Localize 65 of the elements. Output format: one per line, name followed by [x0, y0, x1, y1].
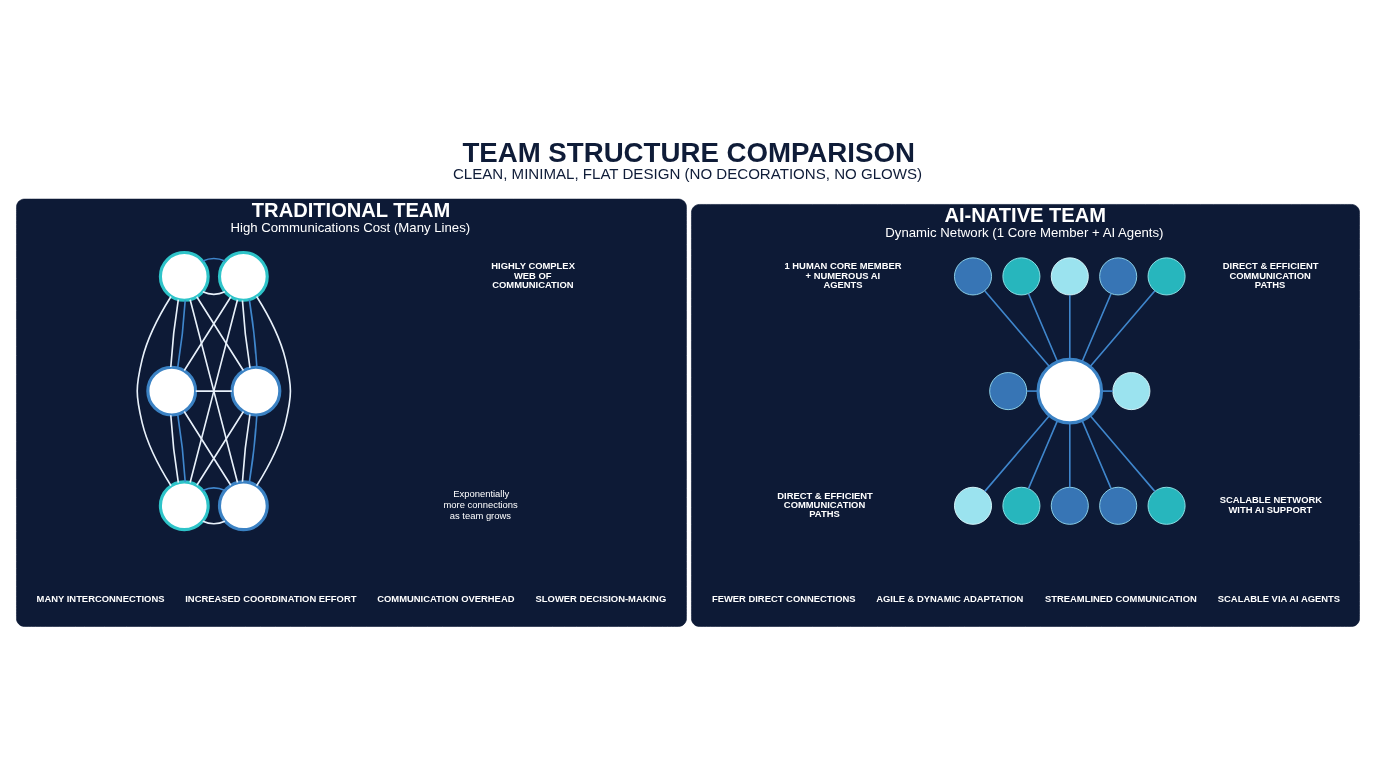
node-robot — [1099, 486, 1138, 525]
connector — [1068, 421, 1071, 488]
node-person — [217, 250, 269, 302]
connector — [183, 410, 232, 486]
label: COMMUNICATION OVERHEAD — [377, 592, 515, 604]
connector — [1081, 419, 1112, 489]
connector — [195, 295, 245, 371]
node-brain — [1147, 486, 1186, 525]
connector — [189, 298, 239, 483]
label: Exponentially more connections as team grows — [443, 487, 518, 521]
node-lightbulb — [1112, 371, 1151, 410]
connector — [201, 519, 226, 525]
label: DIRECT & EFFICIENT COMMUNICATION PATHS — [777, 489, 873, 519]
node-lightbulb — [954, 486, 992, 525]
connector — [176, 299, 186, 369]
connector — [1089, 414, 1156, 492]
connector — [241, 299, 251, 369]
label: STREAMLINED COMMUNICATION — [1044, 592, 1197, 604]
node-person — [158, 479, 210, 531]
connector — [136, 295, 172, 487]
connector — [194, 389, 233, 392]
node-robot — [954, 256, 992, 295]
connector — [1026, 389, 1039, 392]
node-person — [230, 365, 282, 417]
label: SCALABLE VIA AI AGENTS — [1217, 592, 1341, 604]
connector — [241, 413, 251, 483]
connector — [1027, 419, 1059, 489]
connector — [1027, 292, 1059, 363]
connector — [248, 413, 258, 483]
node-person — [1036, 357, 1104, 424]
node-lightbulb — [1050, 256, 1089, 295]
label: SLOWER DECISION-MAKING — [535, 592, 667, 604]
connector — [1100, 389, 1114, 392]
label: HIGHLY COMPLEX WEB OF COMMUNICATION — [491, 259, 575, 290]
label: SCALABLE NETWORK WITH AI SUPPORT — [1219, 493, 1323, 515]
connector — [201, 486, 226, 491]
connector — [983, 414, 1051, 492]
label: FEWER DIRECT CONNECTIONS — [711, 592, 856, 604]
node-person — [158, 250, 210, 302]
node-person — [217, 479, 269, 531]
connector — [196, 410, 245, 486]
connector — [170, 413, 180, 483]
connector — [1081, 292, 1112, 363]
label: INCREASED COORDINATION EFFORT — [185, 592, 357, 604]
label: DIRECT & EFFICIENT COMMUNICATION PATHS — [1222, 259, 1319, 290]
node-robot — [1050, 486, 1089, 525]
connector — [201, 290, 226, 295]
connector — [1089, 289, 1156, 367]
connector — [170, 298, 180, 368]
connector — [201, 257, 226, 262]
connector — [248, 298, 258, 368]
connector — [176, 413, 186, 483]
label: AGILE & DYNAMIC ADAPTATION — [876, 592, 1024, 604]
connector — [255, 295, 292, 487]
node-robot — [1099, 256, 1138, 295]
label: 1 HUMAN CORE MEMBER + NUMEROUS AI AGENTS — [784, 259, 902, 290]
node-brain — [1147, 256, 1186, 295]
node-person — [146, 365, 198, 417]
node-brain — [1002, 256, 1041, 295]
connector — [984, 289, 1051, 367]
connector — [183, 295, 232, 371]
node-robot — [989, 371, 1028, 410]
node-brain — [1002, 486, 1041, 525]
connector — [1068, 293, 1071, 360]
label: MANY INTERCONNECTIONS — [36, 592, 165, 604]
